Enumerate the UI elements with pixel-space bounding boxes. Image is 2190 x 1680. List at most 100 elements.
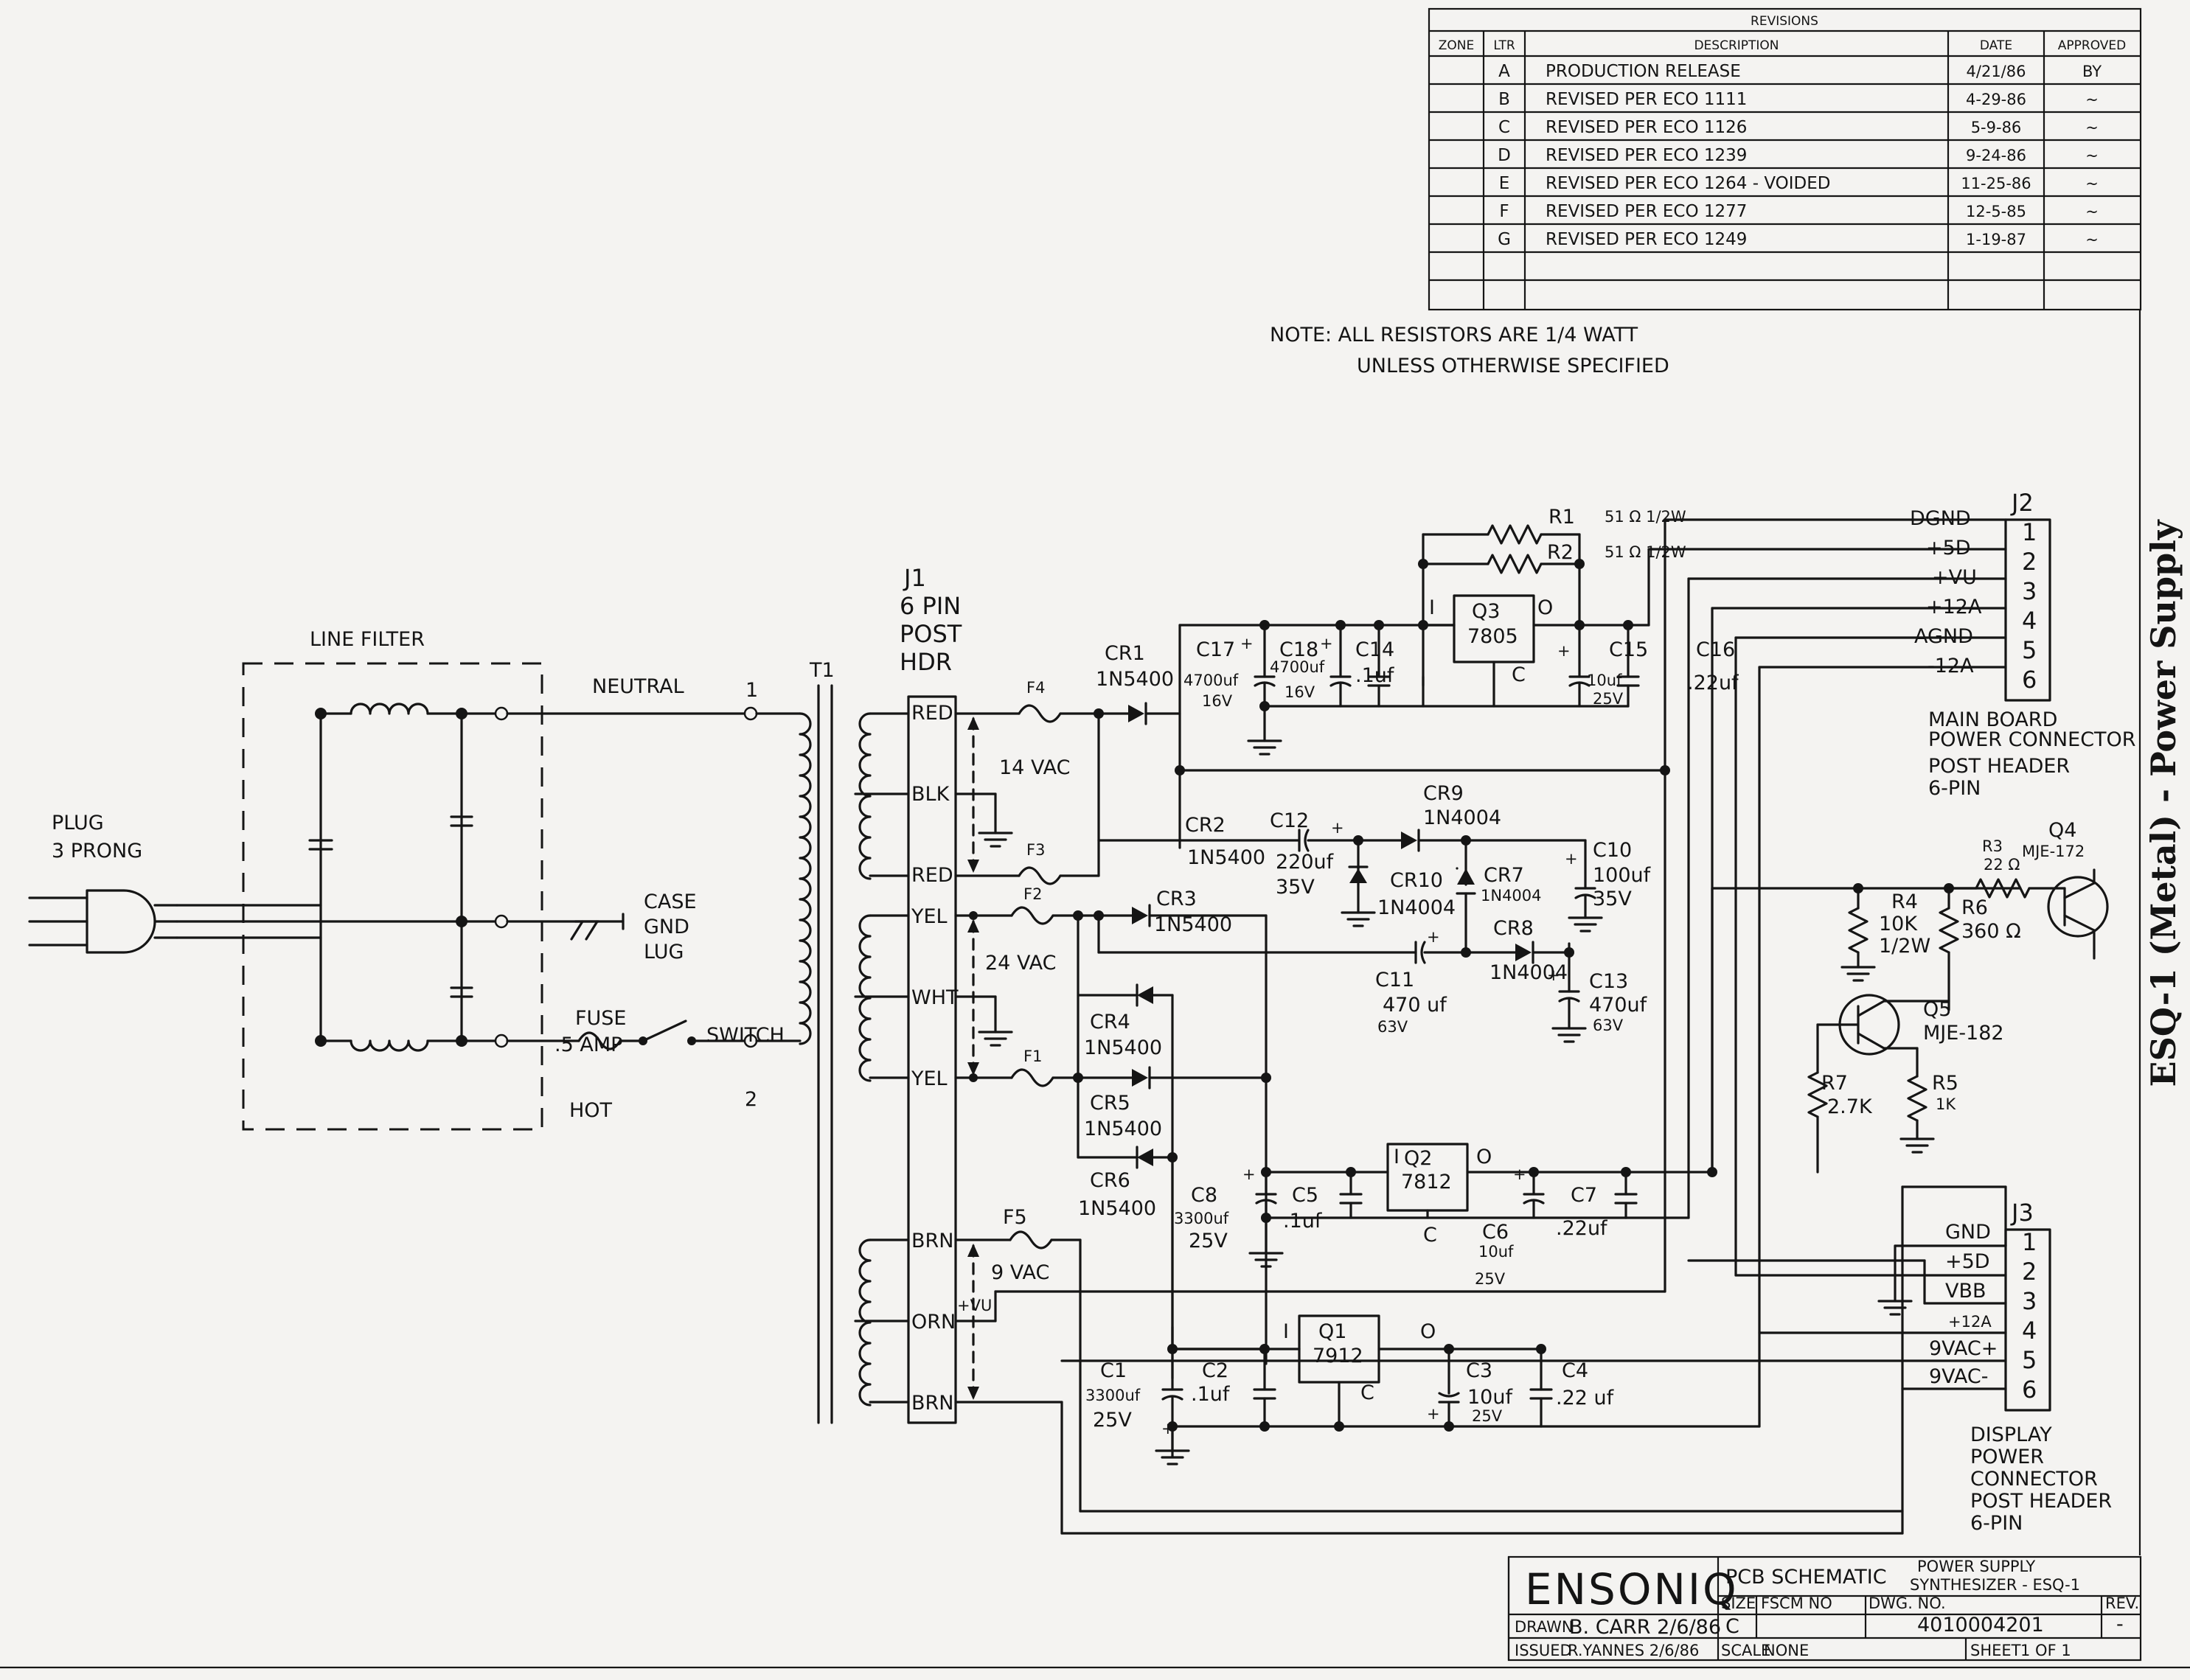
j1-pin-label: BRN — [911, 1230, 953, 1252]
j2-pin: 3 — [2022, 577, 2037, 605]
rev-approved: ~ — [2085, 119, 2099, 136]
cr8-label: CR8 — [1493, 917, 1534, 940]
c5-value: .1uf — [1283, 1210, 1323, 1233]
svg-text:+: + — [1557, 642, 1571, 660]
svg-text:+: + — [1240, 635, 1254, 652]
c1-label: C1 — [1100, 1359, 1127, 1382]
cr7-value: 1N4004 — [1481, 887, 1542, 905]
vu-label: +VU — [957, 1297, 992, 1314]
j1-pin-label: RED — [911, 702, 953, 725]
j3-caption: DISPLAY — [1970, 1423, 2052, 1446]
c15-voltage: 25V — [1593, 690, 1624, 708]
r4-wattage: 1/2W — [1879, 935, 1930, 958]
c12-value: 220uf — [1276, 851, 1335, 874]
j3-signal: GND — [1945, 1221, 1991, 1244]
cr4-label: CR4 — [1090, 1011, 1130, 1034]
svg-text:+: + — [1513, 1165, 1526, 1183]
cr2-label: CR2 — [1185, 814, 1226, 837]
plug-label: 3 PRONG — [52, 840, 142, 862]
c7-label: C7 — [1571, 1184, 1597, 1207]
rev-date: 1-19-87 — [1966, 231, 2026, 248]
c2-value: .1uf — [1191, 1383, 1231, 1406]
rev-approved: ~ — [2085, 231, 2099, 248]
rev-date: 5-9-86 — [1971, 119, 2022, 136]
j3-pin: 4 — [2022, 1317, 2037, 1345]
r2-value: 51 Ω 1/2W — [1605, 543, 1686, 561]
f4-label: F4 — [1026, 679, 1045, 697]
r7-value: 2.7K — [1827, 1095, 1873, 1118]
j3-signal: 9VAC+ — [1929, 1337, 1998, 1360]
svg-text:+: + — [1427, 928, 1440, 946]
c18-value: 4700uf — [1270, 658, 1325, 676]
j1-pin-label: RED — [911, 864, 953, 887]
r3-value: 22 Ω — [1984, 856, 2020, 874]
c11-label: C11 — [1375, 969, 1414, 991]
rev-header-zone: ZONE — [1439, 38, 1475, 53]
rev-desc: PRODUCTION RELEASE — [1546, 62, 1741, 81]
line-filter-label: LINE FILTER — [310, 628, 425, 651]
q3-pin-common: C — [1512, 663, 1526, 686]
f5-label: F5 — [1003, 1206, 1027, 1229]
j3-pin: 2 — [2022, 1258, 2037, 1286]
svg-text:+: + — [1547, 966, 1560, 984]
r6-value: 360 Ω — [1961, 920, 2021, 943]
q2-value: 7812 — [1401, 1171, 1452, 1193]
c17-voltage: 16V — [1202, 692, 1233, 710]
rev-desc: REVISED PER ECO 1126 — [1546, 118, 1747, 137]
t1-label: T1 — [809, 659, 835, 682]
size-value: C — [1725, 1615, 1739, 1638]
j2-signal: +5D — [1926, 537, 1971, 560]
r1-value: 51 Ω 1/2W — [1605, 508, 1686, 526]
j1-label: J1 — [903, 564, 926, 592]
output-bus-wiring — [1060, 518, 2022, 1535]
cr1-label: CR1 — [1105, 642, 1145, 665]
rev-approved: ~ — [2085, 203, 2099, 220]
revisions-table: REVISIONS ZONE LTR DESCRIPTION DATE APPR… — [1428, 7, 2142, 311]
vac-14-label: 14 VAC — [999, 756, 1071, 779]
side-title: ESQ-1 (Metal) - Power Supply — [2144, 519, 2183, 1087]
drawn-label: DRAWN — [1515, 1618, 1574, 1636]
company-logo: ENSONIQ — [1525, 1564, 1739, 1614]
c11-voltage: 63V — [1377, 1018, 1408, 1036]
fscm-label: FSCM NO — [1761, 1594, 1832, 1612]
cr5-label: CR5 — [1090, 1092, 1130, 1115]
c4-value: .22 uf — [1556, 1387, 1615, 1409]
title-block — [0, 1555, 2190, 1669]
r7-label: R7 — [1821, 1072, 1848, 1095]
c15-label: C15 — [1609, 638, 1648, 661]
q3-pin-in: I — [1429, 596, 1435, 619]
power-plug — [28, 889, 178, 954]
case-gnd-label: LUG — [644, 941, 684, 963]
rev-approved: ~ — [2085, 91, 2099, 108]
c8-label: C8 — [1191, 1184, 1217, 1207]
rev-date: 9-24-86 — [1966, 147, 2026, 164]
j1-pin-label: BRN — [911, 1392, 953, 1415]
j3-caption: CONNECTOR — [1970, 1468, 2098, 1491]
hot-line — [506, 1019, 802, 1050]
j2-pin: 2 — [2022, 548, 2037, 576]
q3-pin-out: O — [1537, 596, 1553, 619]
c8-value: 3300uf — [1174, 1210, 1229, 1227]
r2-label: R2 — [1547, 541, 1574, 564]
drawing-title: POWER SUPPLY — [1917, 1558, 2035, 1575]
sheet-label: SHEET — [1970, 1642, 2021, 1659]
plug-label: PLUG — [52, 812, 104, 834]
dwg-label: DWG. NO. — [1869, 1594, 1946, 1612]
j1-pin-label: ORN — [911, 1311, 956, 1334]
j1-label: 6 PIN — [900, 592, 961, 620]
svg-text:+: + — [1242, 1165, 1256, 1183]
q5-value: MJE-182 — [1923, 1022, 2004, 1045]
r4-label: R4 — [1891, 890, 1918, 913]
rev-date: 12-5-85 — [1966, 203, 2026, 220]
line-filter — [175, 662, 543, 1131]
case-gnd-label: CASE — [644, 890, 697, 913]
q2-pin-common: C — [1423, 1224, 1437, 1247]
rev-desc: REVISED PER ECO 1111 — [1546, 90, 1747, 109]
rev-desc: REVISED PER ECO 1277 — [1546, 202, 1747, 221]
svg-text:+: + — [1427, 1405, 1440, 1423]
rev-ltr: A — [1498, 62, 1510, 81]
j3-signal: 9VAC- — [1929, 1365, 1989, 1388]
rev-ltr: D — [1498, 146, 1511, 165]
dwg-number: 4010004201 — [1917, 1614, 2044, 1637]
j3-pin: 6 — [2022, 1376, 2037, 1404]
